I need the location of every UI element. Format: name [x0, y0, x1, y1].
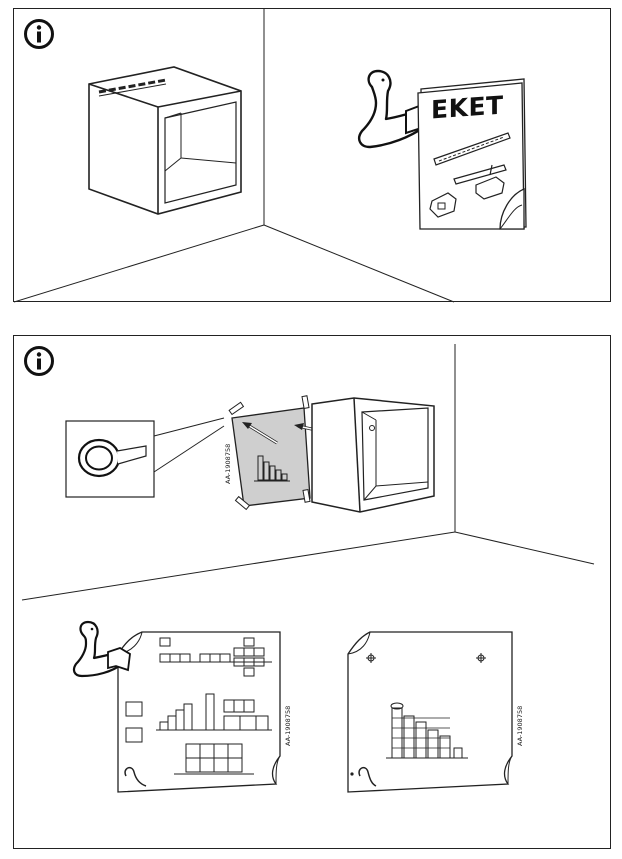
reading-person-icon	[72, 620, 131, 678]
info-circle-icon	[24, 346, 54, 376]
instruction-panel-2: AA-1908758	[13, 335, 611, 849]
eket-cabinet	[88, 66, 242, 215]
room-corner-illustration	[14, 9, 455, 303]
eket-booklet	[417, 78, 527, 230]
wall-corner-illustration	[21, 344, 595, 601]
tape-detail-callout	[65, 417, 225, 498]
template-sheet-left	[117, 631, 281, 793]
booklet-title: EKET	[431, 90, 504, 125]
sheet-right-code: AA-1908758	[516, 705, 524, 746]
cabinet-on-wall	[311, 397, 435, 513]
instruction-panel-1: EKET	[13, 8, 611, 303]
template-sheet-right	[347, 631, 513, 793]
info-circle-icon	[24, 19, 54, 49]
